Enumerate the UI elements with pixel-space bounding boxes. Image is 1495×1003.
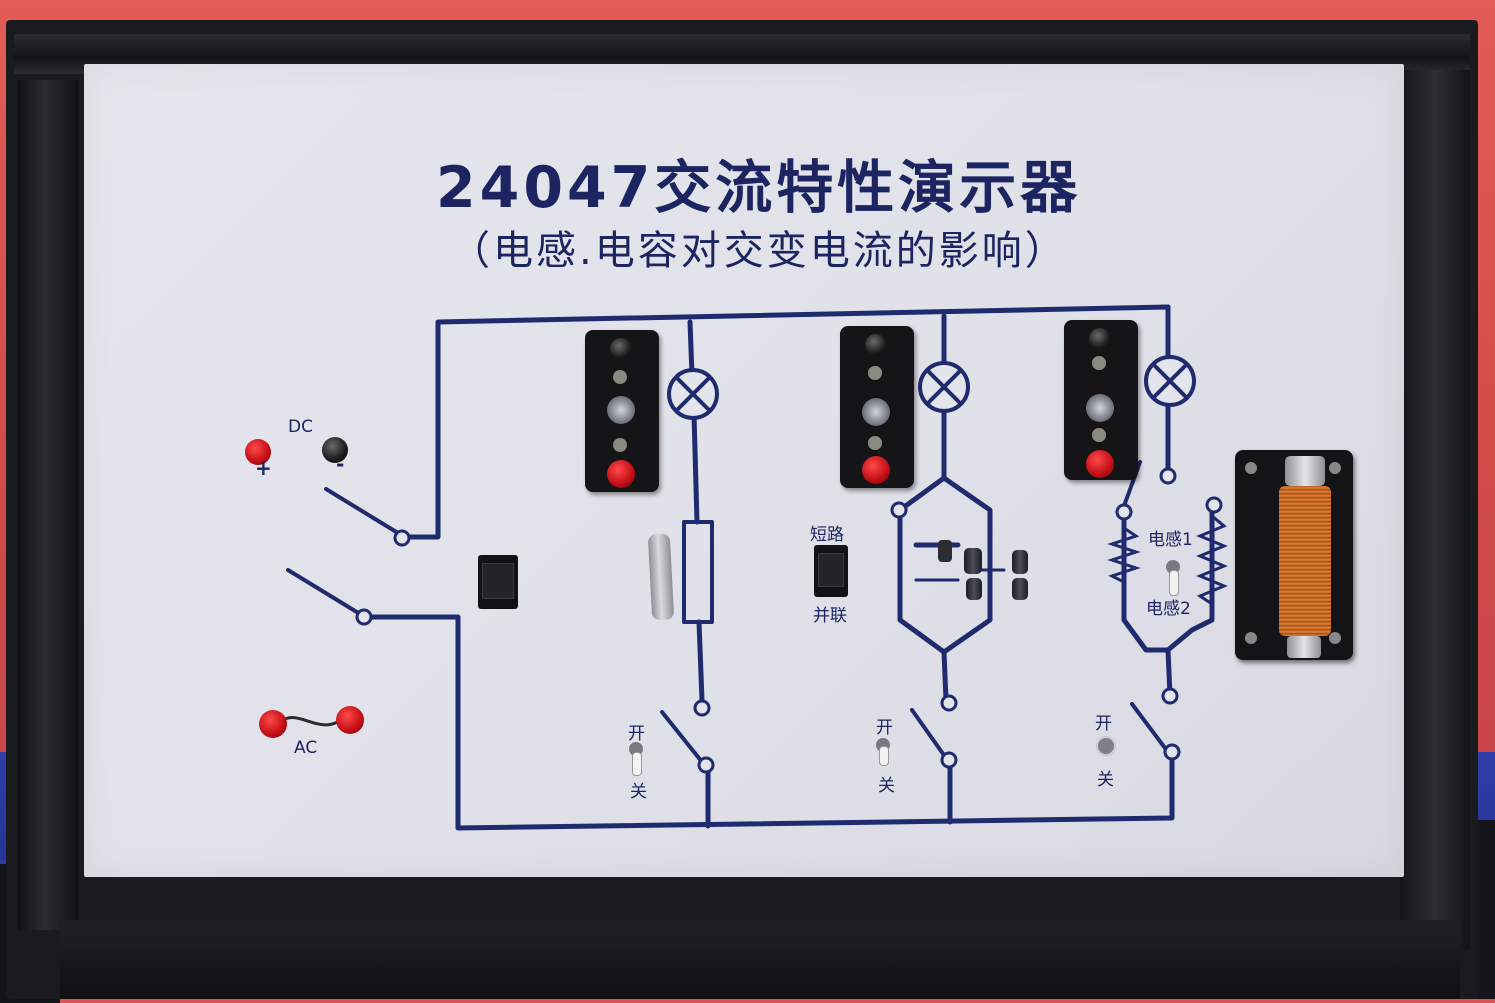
- branch-1-toggle-switch[interactable]: [629, 742, 643, 782]
- frame-left-rail: [18, 80, 78, 930]
- switch-1-off-label: 关: [630, 782, 647, 802]
- lamp-holder-3: [1064, 320, 1138, 480]
- lamp-bulb-1: [607, 396, 635, 424]
- capacitor-3: [966, 578, 982, 600]
- dc-positive-terminal[interactable]: [245, 439, 271, 465]
- lamp-holder-1: [585, 330, 659, 492]
- capacitor-5: [1012, 578, 1028, 600]
- inductor-toggle-switch[interactable]: [1166, 560, 1180, 600]
- inductor-2-label: 电感2: [1146, 599, 1191, 619]
- branch-2-toggle-switch[interactable]: [876, 738, 890, 778]
- short-parallel-rocker-switch[interactable]: [814, 545, 848, 597]
- lamp-bulb-3: [1086, 394, 1114, 422]
- power-rocker-switch[interactable]: [478, 555, 518, 609]
- lamp-2-top-socket[interactable]: [865, 334, 887, 356]
- ac-terminal-right[interactable]: [336, 706, 364, 734]
- inductor-1-label: 电感1: [1148, 530, 1193, 550]
- dc-negative-terminal[interactable]: [322, 437, 348, 463]
- copper-coil: [1279, 486, 1331, 636]
- plus-label: +: [255, 456, 272, 480]
- branch-3-toggle-switch[interactable]: [1096, 736, 1116, 776]
- short-circuit-label: 短路: [810, 525, 844, 545]
- ac-label: AC: [294, 738, 318, 758]
- lamp-bulb-2: [862, 398, 890, 426]
- minus-label: -: [336, 452, 345, 476]
- coil-holder: [1235, 450, 1353, 660]
- resistor-component: [647, 533, 675, 621]
- lamp-1-red-socket[interactable]: [607, 460, 635, 488]
- capacitor-4: [1012, 550, 1028, 574]
- frame-bottom-rail: [60, 920, 1460, 999]
- switch-3-off-label: 关: [1097, 770, 1114, 790]
- lamp-1-top-socket[interactable]: [610, 338, 632, 360]
- switch-3-on-label: 开: [1095, 714, 1112, 734]
- lamp-2-red-socket[interactable]: [862, 456, 890, 484]
- demonstrator-panel: [84, 64, 1404, 877]
- capacitor-1: [938, 540, 952, 562]
- panel-title: 24047交流特性演示器: [436, 155, 1082, 221]
- lamp-3-top-socket[interactable]: [1089, 328, 1111, 350]
- switch-2-on-label: 开: [876, 718, 893, 738]
- switch-2-off-label: 关: [878, 776, 895, 796]
- lamp-holder-2: [840, 326, 914, 488]
- lamp-3-red-socket[interactable]: [1086, 450, 1114, 478]
- panel-subtitle: （电感.电容对交变电流的影响）: [450, 228, 1068, 274]
- bottom-bus-trace: [361, 614, 1175, 831]
- ac-terminal-left[interactable]: [259, 710, 287, 738]
- iron-core-bottom: [1287, 636, 1321, 658]
- switch-1-on-label: 开: [628, 724, 645, 744]
- dc-label: DC: [288, 417, 313, 437]
- top-bus-trace: [397, 304, 1171, 540]
- parallel-label: 并联: [813, 606, 847, 626]
- iron-core-top: [1285, 456, 1325, 486]
- frame-right-rail: [1400, 70, 1470, 950]
- capacitor-2: [964, 548, 982, 574]
